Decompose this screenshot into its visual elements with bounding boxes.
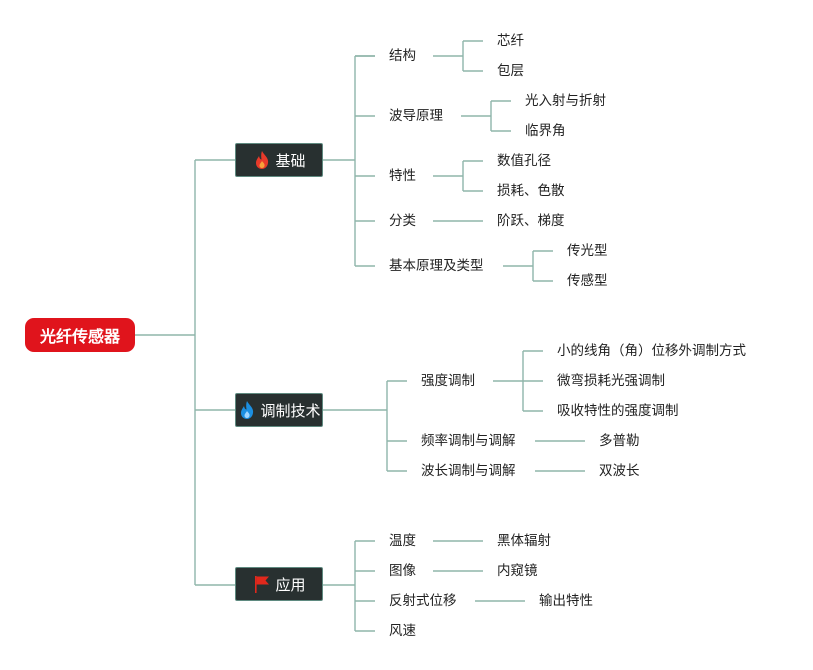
branch-modulation[interactable]: 调制技术 (235, 393, 323, 427)
leaf-dual-wavelength[interactable]: 双波长 (599, 463, 640, 479)
topic-wind-speed[interactable]: 风速 (389, 623, 416, 639)
leaf-numerical-aperture[interactable]: 数值孔径 (497, 153, 551, 169)
leaf-cladding[interactable]: 包层 (497, 63, 524, 79)
topic-intensity-modulation[interactable]: 强度调制 (421, 373, 475, 389)
topic-image[interactable]: 图像 (389, 563, 416, 579)
leaf-core[interactable]: 芯纤 (497, 33, 524, 49)
topic-structure[interactable]: 结构 (389, 48, 416, 64)
flag-icon (252, 574, 272, 594)
fire-icon (252, 150, 272, 170)
branch-basics[interactable]: 基础 (235, 143, 323, 177)
leaf-microbend-loss[interactable]: 微弯损耗光强调制 (557, 373, 665, 389)
topic-temperature[interactable]: 温度 (389, 533, 416, 549)
topic-wavelength-modulation[interactable]: 波长调制与调解 (421, 463, 516, 479)
branch-modulation-label: 调制技术 (260, 401, 321, 420)
topic-properties[interactable]: 特性 (389, 168, 416, 184)
leaf-loss-dispersion[interactable]: 损耗、色散 (497, 183, 565, 199)
blue-flame-icon (237, 400, 257, 420)
leaf-absorption-intensity[interactable]: 吸收特性的强度调制 (557, 403, 679, 419)
topic-principle-types[interactable]: 基本原理及类型 (389, 258, 484, 274)
topic-reflective-displacement[interactable]: 反射式位移 (389, 593, 457, 609)
root-node[interactable]: 光纤传感器 (25, 318, 135, 352)
branch-basics-label: 基础 (275, 151, 306, 170)
leaf-sensing[interactable]: 传感型 (567, 273, 608, 289)
leaf-small-angle-displacement[interactable]: 小的线角（角）位移外调制方式 (557, 343, 746, 359)
leaf-blackbody-radiation[interactable]: 黑体辐射 (497, 533, 551, 549)
topic-classification[interactable]: 分类 (389, 213, 416, 229)
branch-applications-label: 应用 (275, 575, 306, 594)
topic-frequency-modulation[interactable]: 频率调制与调解 (421, 433, 516, 449)
branch-applications[interactable]: 应用 (235, 567, 323, 601)
topic-waveguide[interactable]: 波导原理 (389, 108, 443, 124)
leaf-incidence-refraction[interactable]: 光入射与折射 (525, 93, 606, 109)
leaf-doppler[interactable]: 多普勒 (599, 433, 640, 449)
leaf-critical-angle[interactable]: 临界角 (525, 123, 566, 139)
leaf-output-characteristics[interactable]: 输出特性 (539, 593, 593, 609)
leaf-endoscope[interactable]: 内窥镜 (497, 563, 538, 579)
leaf-light-transmitting[interactable]: 传光型 (567, 243, 608, 259)
leaf-step-graded[interactable]: 阶跃、梯度 (497, 213, 565, 229)
